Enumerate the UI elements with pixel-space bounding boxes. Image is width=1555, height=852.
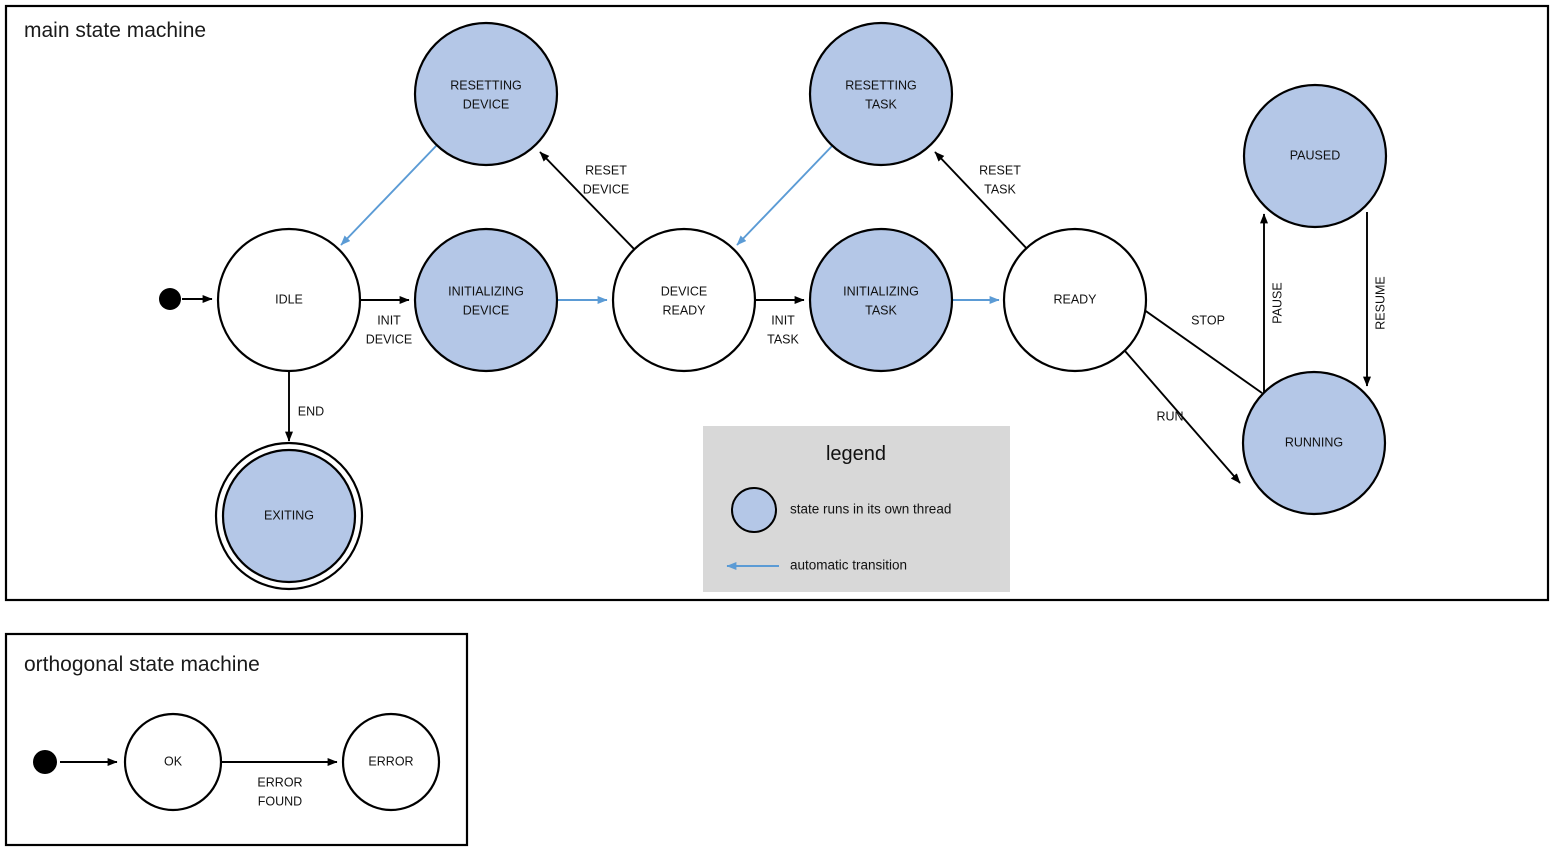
edge-label-error-found-line2: FOUND: [258, 794, 302, 808]
state-ok[interactable]: OK: [123, 712, 223, 812]
state-resetting-device-circle[interactable]: [413, 21, 559, 167]
edge-label-error-found-line1: ERROR: [257, 775, 302, 789]
state-idle[interactable]: IDLE: [216, 227, 362, 373]
state-running-circle[interactable]: [1241, 370, 1387, 516]
legend-item-auto-label: automatic transition: [790, 558, 907, 573]
state-resetting-task-label-line1: RESETTING: [845, 78, 917, 92]
edge-label-init-device-line1: INIT: [377, 313, 401, 327]
state-initializing-device-label-line1: INITIALIZING: [448, 284, 524, 298]
state-ready[interactable]: READY: [1002, 227, 1148, 373]
state-initializing-device-circle[interactable]: [413, 227, 559, 373]
state-device-ready-label-line1: DEVICE: [661, 284, 708, 298]
state-resetting-device-label-line2: DEVICE: [463, 97, 510, 111]
edge-ready-to-running: [1124, 350, 1241, 484]
state-initializing-device-label-line2: DEVICE: [463, 303, 510, 317]
state-initializing-task[interactable]: INITIALIZING TASK: [808, 227, 954, 373]
edge-label-stop: STOP: [1191, 313, 1225, 327]
state-exiting-circle[interactable]: [221, 448, 357, 584]
state-initializing-task-circle[interactable]: [808, 227, 954, 373]
state-running[interactable]: RUNNING: [1241, 370, 1387, 516]
state-resetting-device[interactable]: RESETTING DEVICE: [413, 21, 559, 167]
orthogonal-initial-state-marker: [33, 750, 57, 774]
state-initializing-task-label-line2: TASK: [865, 303, 897, 317]
state-paused-label: PAUSED: [1290, 148, 1340, 162]
state-exiting-outer-ring: [214, 441, 364, 591]
state-resetting-task-circle[interactable]: [808, 21, 954, 167]
state-error-label: ERROR: [368, 754, 413, 768]
edge-device-ready-to-resetting-device: [539, 151, 638, 253]
edge-label-run: RUN: [1156, 409, 1183, 423]
main-state-machine-title: main state machine: [24, 19, 206, 42]
legend-title: legend: [826, 443, 886, 465]
orthogonal-state-machine-title: orthogonal state machine: [24, 653, 260, 676]
state-ok-circle[interactable]: [123, 712, 223, 812]
edge-label-end: END: [298, 404, 324, 418]
state-exiting-label: EXITING: [264, 508, 314, 522]
edge-label-init-task-line1: INIT: [771, 313, 795, 327]
state-running-label: RUNNING: [1285, 435, 1343, 449]
state-device-ready-label-line2: READY: [662, 303, 706, 317]
edge-resetting-task-to-device-ready: [736, 144, 834, 246]
legend-thread-state-icon: [731, 487, 777, 533]
state-ready-circle[interactable]: [1002, 227, 1148, 373]
state-device-ready[interactable]: DEVICE READY: [611, 227, 757, 373]
state-error-circle[interactable]: [341, 712, 441, 812]
edge-label-init-task-line2: TASK: [767, 332, 799, 346]
state-initializing-device[interactable]: INITIALIZING DEVICE: [413, 227, 559, 373]
state-ready-label: READY: [1053, 292, 1097, 306]
state-error[interactable]: ERROR: [341, 712, 441, 812]
state-resetting-task[interactable]: RESETTING TASK: [808, 21, 954, 167]
legend: legend state runs in its own thread auto…: [703, 426, 1010, 592]
state-resetting-task-label-line2: TASK: [865, 97, 897, 111]
edge-label-reset-device-line2: DEVICE: [583, 182, 630, 196]
state-idle-circle[interactable]: [216, 227, 362, 373]
orthogonal-state-machine-frame: [4, 632, 469, 847]
legend-item-thread-label: state runs in its own thread: [790, 502, 951, 517]
edge-label-resume: RESUME: [1373, 276, 1387, 329]
edge-ready-to-resetting-task: [934, 151, 1031, 253]
state-paused[interactable]: PAUSED: [1242, 83, 1388, 229]
edge-label-init-device-line2: DEVICE: [366, 332, 413, 346]
edge-label-reset-device-line1: RESET: [585, 163, 627, 177]
state-idle-label: IDLE: [275, 292, 303, 306]
main-initial-state-marker: [159, 288, 181, 310]
state-device-ready-circle[interactable]: [611, 227, 757, 373]
edge-label-reset-task-line1: RESET: [979, 163, 1021, 177]
edge-resetting-device-to-idle: [340, 144, 438, 246]
edge-running-to-ready: [1132, 301, 1263, 394]
main-state-machine-frame: [4, 4, 1550, 602]
edge-label-pause: PAUSE: [1270, 282, 1284, 323]
state-initializing-task-label-line1: INITIALIZING: [843, 284, 919, 298]
state-resetting-device-label-line1: RESETTING: [450, 78, 522, 92]
state-ok-label: OK: [164, 754, 183, 768]
edge-label-reset-task-line2: TASK: [984, 182, 1016, 196]
state-exiting[interactable]: EXITING: [214, 441, 364, 591]
state-paused-circle[interactable]: [1242, 83, 1388, 229]
